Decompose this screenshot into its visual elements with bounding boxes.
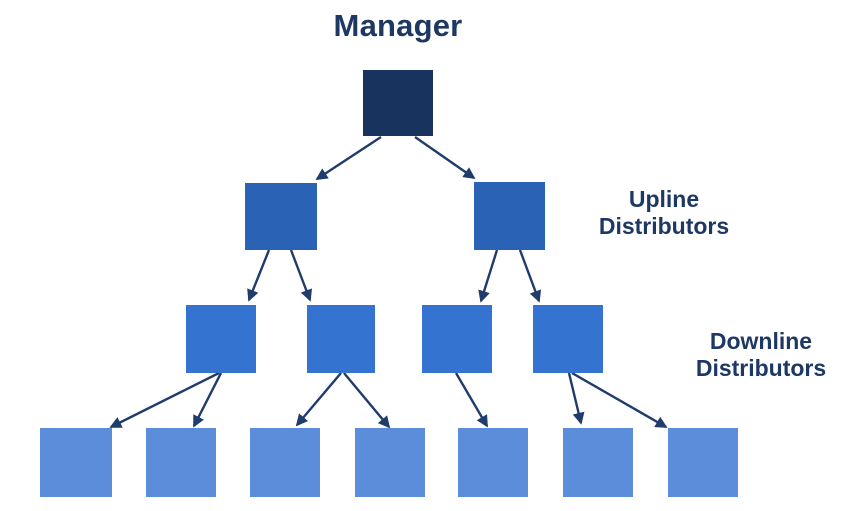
edge-downline-3-to-leaf-5 bbox=[454, 372, 489, 428]
edge-downline-2-to-leaf-3 bbox=[295, 372, 342, 427]
node-leaf-6 bbox=[563, 428, 633, 497]
node-leaf-7 bbox=[668, 428, 738, 497]
edge-upline-2-to-downline-3 bbox=[478, 249, 499, 303]
node-leaf-5 bbox=[458, 428, 528, 497]
node-downline-4 bbox=[533, 305, 603, 373]
edge-manager-to-upline-2 bbox=[414, 136, 476, 180]
node-leaf-1 bbox=[40, 428, 112, 497]
node-downline-2 bbox=[307, 305, 375, 373]
node-upline-2 bbox=[474, 182, 545, 250]
edge-upline-2-to-downline-4 bbox=[518, 249, 542, 303]
edge-downline-1-to-leaf-1 bbox=[109, 371, 220, 429]
upline-distributors-label: Upline Distributors bbox=[564, 186, 764, 240]
upline-label-line1: Upline bbox=[628, 186, 700, 212]
downline-distributors-label: Downline Distributors bbox=[661, 328, 861, 382]
node-upline-1 bbox=[245, 183, 317, 250]
edge-manager-to-upline-1 bbox=[315, 135, 382, 181]
edge-upline-1-to-downline-1 bbox=[247, 249, 271, 302]
node-leaf-2 bbox=[146, 428, 216, 497]
downline-label-line1: Downline bbox=[709, 328, 813, 354]
node-downline-1 bbox=[186, 305, 256, 373]
edge-downline-4-to-leaf-7 bbox=[571, 371, 668, 429]
node-downline-3 bbox=[422, 305, 492, 373]
node-leaf-4 bbox=[355, 428, 425, 497]
manager-title: Manager bbox=[333, 8, 463, 43]
edge-downline-1-to-leaf-2 bbox=[192, 372, 223, 428]
edge-upline-1-to-downline-2 bbox=[289, 249, 312, 302]
upline-label-line2: Distributors bbox=[598, 213, 730, 239]
node-leaf-3 bbox=[250, 428, 320, 497]
edge-downline-2-to-leaf-4 bbox=[343, 372, 391, 429]
node-manager bbox=[363, 70, 433, 136]
edge-downline-4-to-leaf-6 bbox=[567, 372, 585, 425]
downline-label-line2: Distributors bbox=[695, 355, 827, 381]
